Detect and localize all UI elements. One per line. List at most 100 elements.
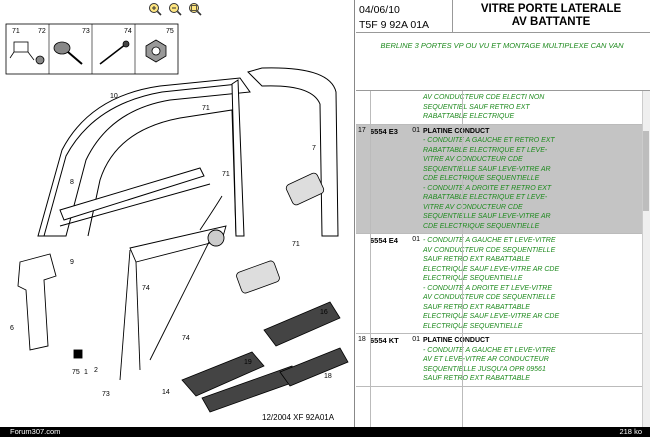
table-row[interactable]: AV CONDUCTEUR CDE ELECTI NON SEQUENTIEL S…: [356, 91, 650, 125]
zoom-out-icon: [169, 3, 182, 16]
catalog-date: 04/06/10: [359, 4, 400, 16]
callout-19: 19: [244, 359, 252, 366]
description-line: SEQUENTIELLE JUSQU'A OPR 09561: [423, 365, 546, 373]
status-bar: Forum307.com 218 ko: [0, 427, 650, 437]
description-line: CDE ELECTRIQUE SEQUENTIELLE: [423, 222, 540, 230]
page-title-line1: VITRE PORTE LATERALE: [480, 3, 622, 15]
part-quantity: 01: [412, 336, 420, 343]
callout-9: 9: [70, 259, 74, 266]
part-reference: 6554 E3: [370, 126, 398, 136]
diagram-stamp: 12/2004 XF 92A01A: [262, 413, 335, 422]
part-quantity: 01: [412, 236, 420, 243]
parts-rows: AV CONDUCTEUR CDE ELECTI NON SEQUENTIEL S…: [356, 91, 650, 387]
part-title: PLATINE CONDUCT: [423, 337, 490, 344]
callout-74b: 74: [142, 285, 150, 292]
callout-16: 16: [320, 309, 328, 316]
scrollbar-thumb[interactable]: [643, 131, 649, 211]
window-regulator: [119, 195, 227, 381]
description-line: - CONDUITE A GAUCHE ET RETRO EXT: [423, 137, 555, 144]
description-line: ELECTRIQUE SAUF LEVE-VITRE AR CDE: [423, 313, 560, 320]
zoom-in-button[interactable]: [148, 2, 162, 16]
zoom-out-button[interactable]: [168, 2, 182, 16]
clip-part: [9, 41, 45, 65]
description-line: SAUF RETRO EXT RABATTABLE: [423, 303, 530, 311]
description-line: AV CONDUCTEUR CDE SEQUENTIELLE: [423, 246, 556, 254]
callout-6: 6: [10, 325, 14, 332]
part-quantity: 01: [412, 126, 420, 134]
exploded-diagram-pane[interactable]: 71 72 73 74 75 10 71 7 8 9 71 71 6 74 1 …: [0, 0, 355, 427]
zoom-fit-icon: [189, 3, 202, 16]
page-title: VITRE PORTE LATERALE AV BATTANTE: [456, 3, 646, 29]
description-line: RABATTABLE ELECTRIQUE: [423, 113, 515, 120]
item-number: 17: [358, 126, 366, 134]
zoom-in-icon: [149, 3, 162, 16]
description-line: AV CONDUCTEUR CDE ELECTI NON: [423, 94, 545, 101]
zoom-fit-button[interactable]: [188, 2, 202, 16]
site-credit: Forum307.com: [10, 427, 61, 436]
exploded-diagram: 71 72 73 74 75 10 71 7 8 9 71 71 6 74 1 …: [5, 23, 349, 422]
door-glass: [37, 67, 339, 237]
part-reference: 6554 KT: [370, 336, 399, 345]
part-quantity: [410, 91, 420, 124]
part-description: PLATINE CONDUCT - CONDUITE A GAUCHE ET LE…: [420, 334, 650, 386]
description-line: - CONDUITE A GAUCHE ET LEVE-VITRE: [423, 237, 556, 244]
vehicle-applicability: BERLINE 3 PORTES VP OU VU ET MONTAGE MUL…: [356, 33, 650, 91]
column-divider: [370, 91, 371, 427]
item-number: [356, 234, 370, 333]
callout-labels: 71 72 73 74 75 10 71 7 8 9 71 71 6 74 1 …: [10, 28, 335, 422]
callout-74c: 74: [182, 335, 190, 342]
parts-header: 04/06/10 T5F 9 92A 01A VITRE PORTE LATER…: [356, 0, 650, 33]
callout-74: 74: [124, 28, 132, 35]
zoom-toolbar: [148, 2, 202, 16]
scrollbar[interactable]: [642, 91, 650, 427]
description-line: - CONDUITE A GAUCHE ET LEVE-VITRE: [423, 346, 556, 354]
part-description: PLATINE CONDUCT - CONDUITE A GAUCHE ET RE…: [420, 125, 650, 234]
callout-71: 71: [12, 28, 20, 35]
description-line: SEQUENTIELLE SAUF LEVE-VITRE AR: [423, 165, 551, 173]
page-title-line2: AV BATTANTE: [511, 16, 591, 28]
callout-72: 72: [38, 28, 46, 35]
description-line: SAUF RETRO EXT RABATTABLE: [423, 375, 530, 382]
description-line: SEQUENTIEL SAUF RETRO EXT: [423, 103, 530, 111]
description-line: SEQUENTIELLE SAUF LEVE-VITRE AR: [423, 213, 551, 220]
part-description: - CONDUITE A GAUCHE ET LEVE-VITRE AV COND…: [420, 234, 650, 333]
description-line: AV ET LEVE-VITRE AR CONDUCTEUR: [423, 356, 549, 363]
part-title: PLATINE CONDUCT: [423, 127, 490, 135]
callout-73: 73: [82, 28, 90, 35]
callout-2: 2: [94, 367, 98, 374]
description-line: ELECTRIQUE SAUF LEVE-VITRE AR CDE: [423, 265, 560, 273]
file-size: 218 ko: [619, 427, 642, 436]
description-line: RABATTABLE ELECTRIQUE ET LEVE-: [423, 194, 548, 201]
item-number: [356, 91, 370, 124]
callout-75: 75: [166, 28, 174, 35]
mirror-bracket: [17, 253, 83, 359]
callout-71d: 71: [292, 241, 300, 248]
description-line: VITRE AV CONDUCTEUR CDE: [423, 156, 523, 163]
parts-list[interactable]: AV CONDUCTEUR CDE ELECTI NON SEQUENTIEL S…: [356, 91, 650, 427]
callout-8: 8: [70, 179, 74, 186]
screw-part: [53, 41, 83, 65]
callout-14: 14: [162, 389, 170, 396]
callout-71c: 71: [222, 171, 230, 178]
description-line: ELECTRIQUE SEQUENTIELLE: [423, 275, 523, 282]
switch-panels: [181, 301, 349, 413]
description-line: - CONDUITE A DROITE ET RETRO EXT: [423, 184, 552, 192]
description-line: ELECTRIQUE SEQUENTIELLE: [423, 322, 523, 330]
rivet-part: [99, 40, 130, 65]
callout-10: 10: [110, 93, 118, 100]
parts-info-pane: 04/06/10 T5F 9 92A 01A VITRE PORTE LATER…: [356, 0, 650, 427]
callout-75b: 75: [72, 369, 80, 376]
description-line: RABATTABLE ELECTRIQUE ET LEVE-: [423, 146, 548, 154]
column-divider: [462, 91, 463, 427]
description-line: CDE ELECTRIQUE SEQUENTIELLE: [423, 175, 540, 182]
part-description: AV CONDUCTEUR CDE ELECTI NON SEQUENTIEL S…: [420, 91, 650, 124]
description-line: - CONDUITE A DROITE ET LEVE-VITRE: [423, 284, 552, 292]
callout-73b: 73: [102, 391, 110, 398]
diagram-reference: T5F 9 92A 01A: [359, 19, 430, 31]
item-number: 18: [358, 336, 366, 343]
callout-7: 7: [312, 145, 316, 152]
header-divider: [452, 0, 453, 33]
